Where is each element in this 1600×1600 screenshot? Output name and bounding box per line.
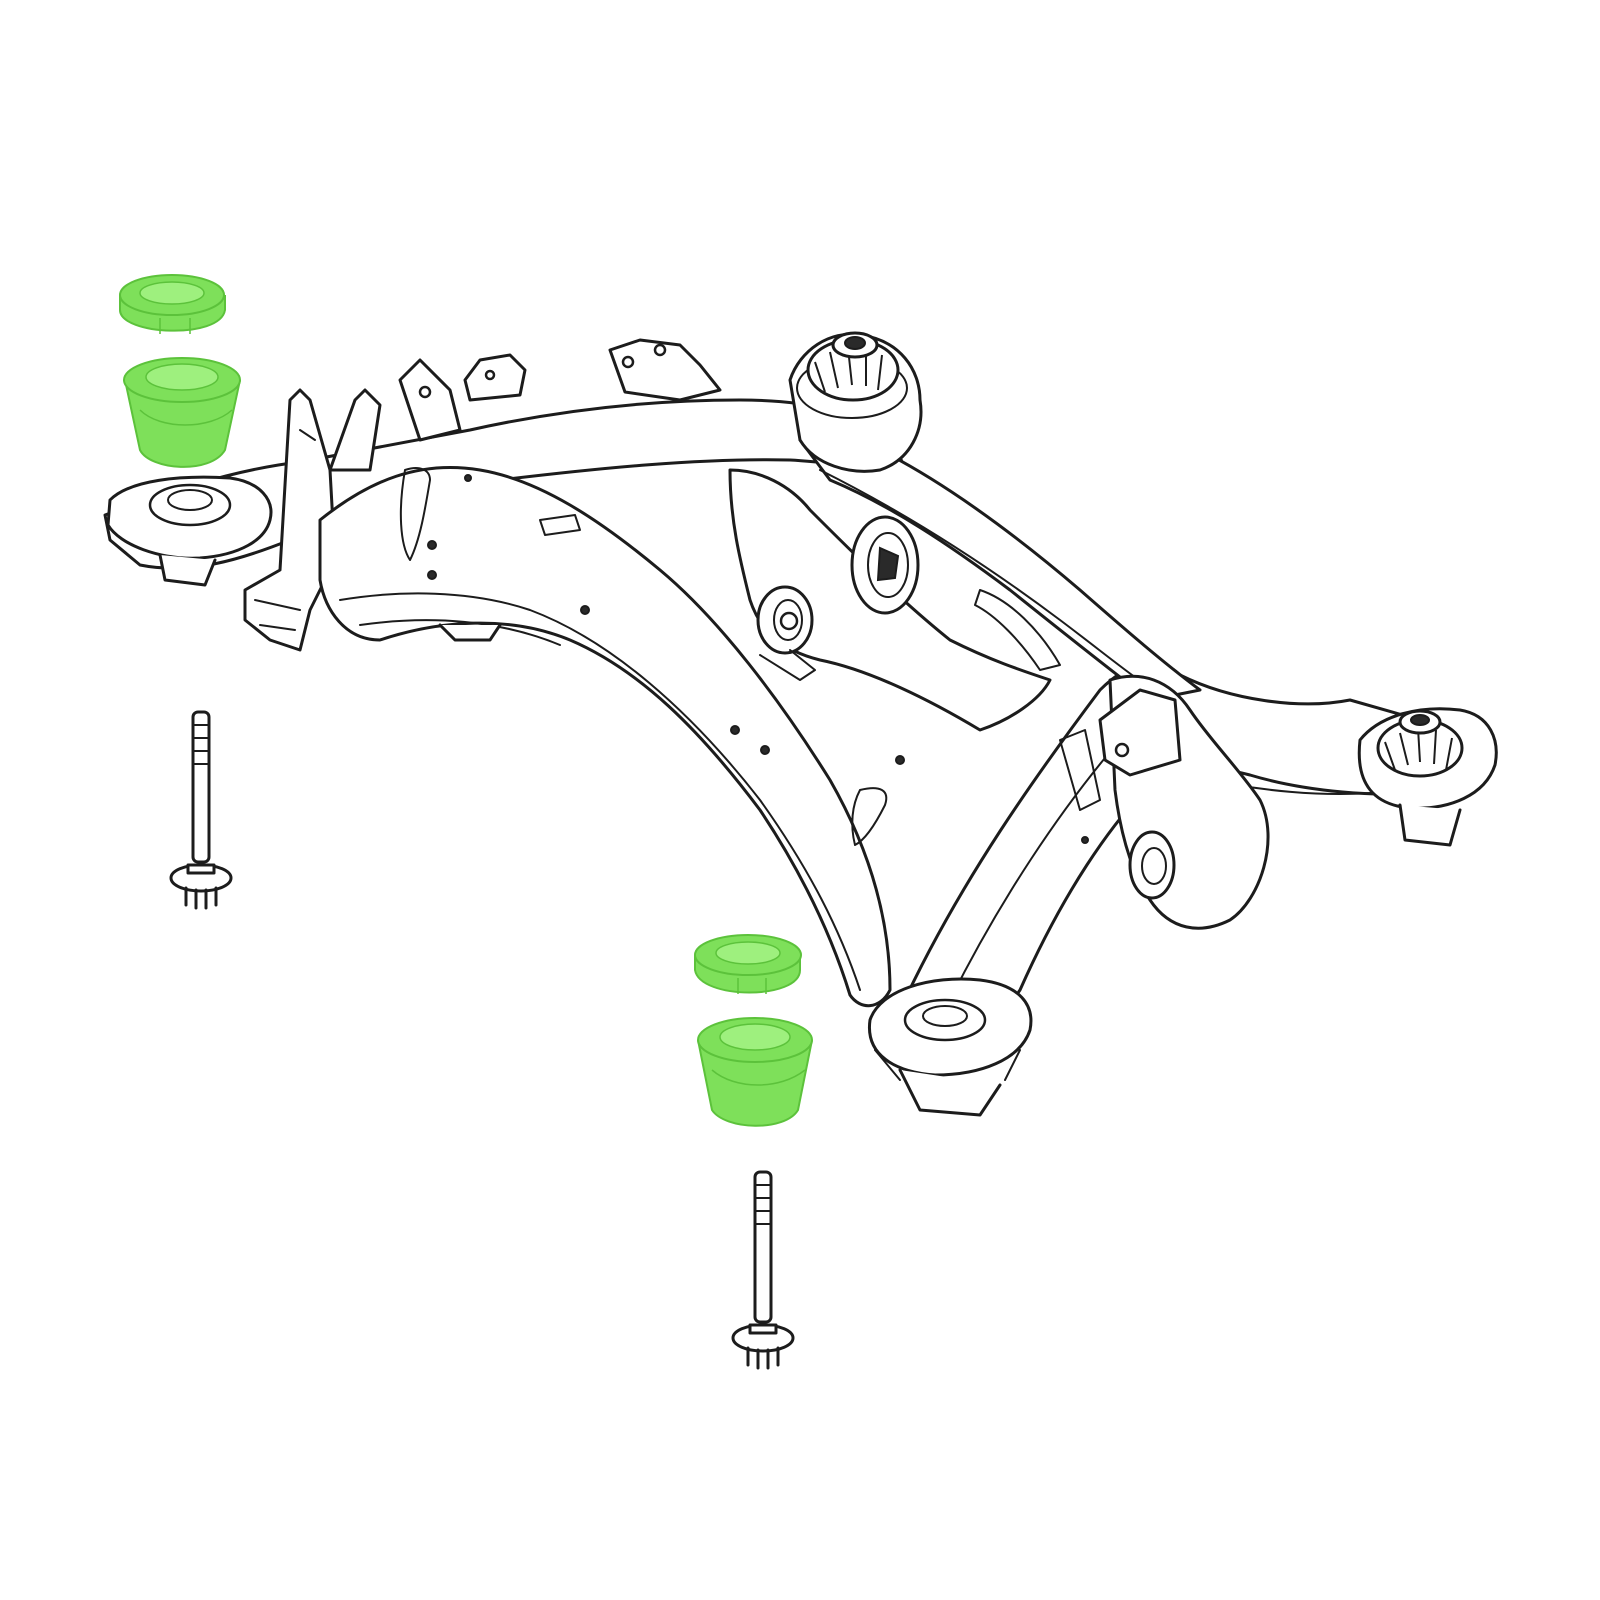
- rear-upper-bracket: [328, 388, 382, 472]
- front-center-mount-hole: [903, 998, 987, 1042]
- installed-bushing-front-right: [1376, 709, 1464, 778]
- right-knuckle-boss: [1128, 830, 1176, 900]
- installed-bushing-rear-right: [806, 331, 900, 402]
- front-center-upper-bushing: [694, 934, 802, 994]
- left-arm-slot-1: [399, 467, 431, 561]
- rear-tab-2: [463, 353, 527, 402]
- rear-left-bracket: [243, 388, 337, 652]
- center-web-slot: [974, 589, 1061, 671]
- mounting-bolt-center: [731, 1170, 795, 1370]
- left-longitudinal-arm: [318, 466, 892, 1008]
- rear-tab-3: [608, 338, 722, 402]
- mounting-bolt-left: [169, 710, 233, 910]
- rear-left-lower-bushing: [123, 357, 241, 468]
- left-arm-slot-2: [851, 787, 888, 846]
- rear-tab-1: [398, 358, 462, 442]
- rear-left-upper-bushing: [119, 274, 226, 334]
- front-center-lower-bushing: [697, 1017, 813, 1127]
- subframe-body: [103, 332, 1498, 1117]
